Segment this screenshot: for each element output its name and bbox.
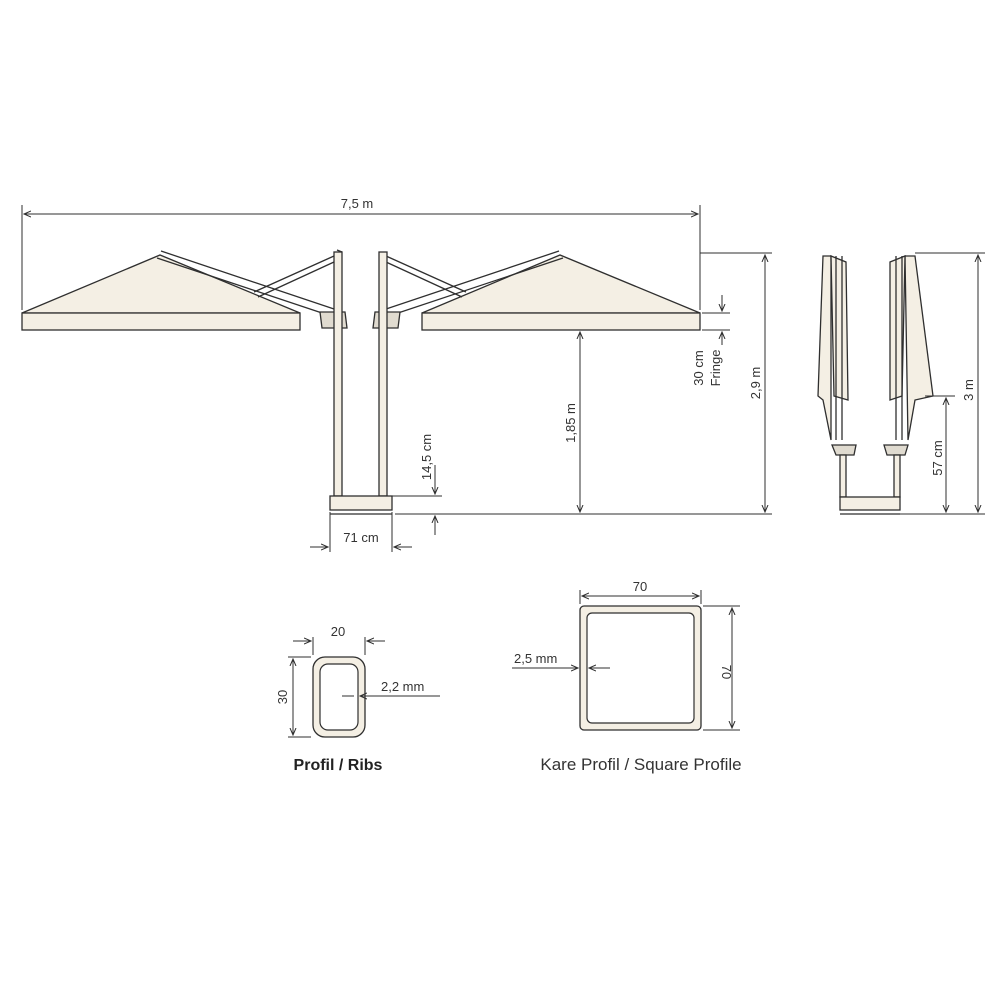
square-profile-inner [586,612,695,724]
closed-left-canopy [817,255,832,441]
right-pole [378,251,388,497]
label-clearance: 1,85 m [563,403,578,443]
label-total-width: 7,5 m [341,196,374,211]
square-profile-caption: Kare Profil / Square Profile [540,755,741,774]
dim-fringe: 30 cm Fringe [691,295,730,386]
rib-profile-caption: Profil / Ribs [294,757,383,774]
left-pole [333,249,343,497]
rib-thickness-label: 2,2 mm [381,679,424,694]
dim-total-width: 7,5 m [21,196,701,310]
square-profile-section: 70 70 2,5 mm Kare Profil / Square Profil… [512,579,742,774]
left-fringe-band [21,312,301,331]
square-thickness-label: 2,5 mm [514,651,557,666]
square-height-label: 70 [719,665,734,679]
label-fringe-word: Fringe [708,350,723,387]
label-base-width: 71 cm [343,530,378,545]
dim-clearance: 1,85 m [563,332,580,512]
closed-umbrella-view [817,255,934,515]
right-canopy [421,254,701,314]
label-total-height: 2,9 m [748,367,763,400]
label-fringe-height: 30 cm [691,350,706,385]
dim-closed-base: 57 cm [925,395,955,512]
closed-base-plate [839,496,901,511]
label-base-height: 14,5 cm [419,434,434,480]
base-plate [329,495,393,511]
rib-profile-inner [319,663,359,731]
square-width-label: 70 [633,579,647,594]
right-fringe-band [421,312,701,331]
dim-base-width: 71 cm [310,512,412,552]
rib-profile-section: 20 30 2,2 mm Profil / Ribs [275,624,440,774]
dim-base-height: 14,5 cm [392,434,442,535]
label-closed-base: 57 cm [930,440,945,475]
label-closed-height: 3 m [961,379,976,401]
rib-height-label: 30 [275,690,290,704]
open-umbrella-view [21,249,701,515]
closed-right-canopy [904,255,934,441]
rib-width-label: 20 [331,624,345,639]
dim-total-height: 2,9 m [395,252,772,515]
dim-closed-height: 3 m [900,252,985,515]
